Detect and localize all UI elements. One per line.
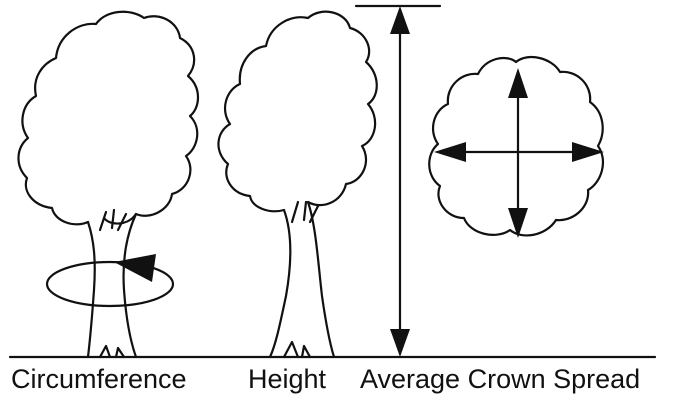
height-trunk-left	[268, 208, 292, 359]
crown-arrowhead-up	[508, 68, 528, 98]
height-trunk-right	[306, 200, 336, 359]
circumference-tree	[17, 10, 200, 359]
circumference-tree-crown	[17, 10, 200, 226]
height-tree	[217, 10, 378, 359]
circumference-trunk-right	[122, 212, 138, 359]
circumference-arrowhead	[114, 254, 156, 282]
height-arrowhead-down	[390, 329, 410, 357]
crown-outline	[428, 55, 605, 237]
height-measure	[354, 4, 442, 357]
crown-arrowhead-down	[508, 208, 528, 238]
height-branches	[290, 200, 320, 224]
circumference-branches	[98, 208, 128, 232]
height-label: Height	[248, 364, 327, 394]
circumference-roots	[98, 344, 126, 359]
height-arrowhead-up	[390, 6, 410, 34]
height-tree-crown	[217, 10, 378, 213]
crown-spread	[428, 55, 605, 238]
crown-arrowhead-left	[434, 142, 466, 162]
circumference-ellipse	[45, 260, 175, 308]
height-roots	[282, 340, 312, 359]
circumference-label: Circumference	[11, 364, 187, 394]
crown-spread-label: Average Crown Spread	[360, 364, 641, 394]
circumference-trunk-left	[86, 220, 96, 359]
crown-arrowhead-right	[572, 142, 604, 162]
